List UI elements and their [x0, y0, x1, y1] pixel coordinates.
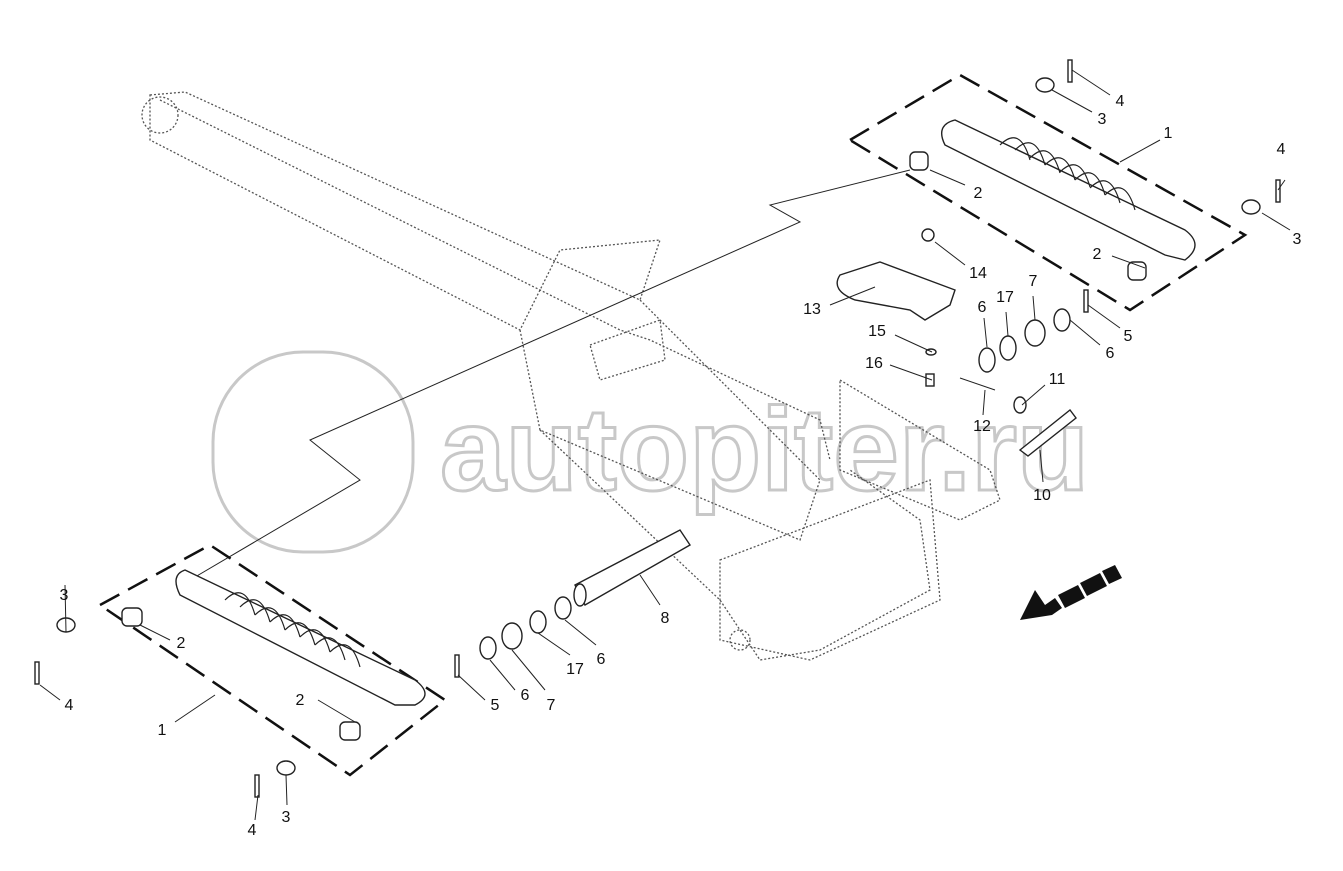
callout: 2 — [296, 692, 305, 709]
direction-arrow-icon — [1020, 565, 1122, 620]
callouts-lower-parts: 8 5 6 7 17 6 — [491, 610, 670, 714]
leader-lines — [39, 69, 1291, 821]
callout: 3 — [1098, 111, 1107, 128]
svg-text:autopiter.ru: autopiter.ru — [440, 384, 1089, 516]
callout: 4 — [1116, 93, 1125, 110]
callout: 3 — [1293, 231, 1302, 248]
callout: 7 — [547, 697, 556, 714]
callout: 2 — [177, 635, 186, 652]
upper-hardware — [836, 228, 1089, 457]
callout: 6 — [978, 299, 987, 316]
callout: 1 — [1164, 125, 1173, 142]
callouts-upper-assembly: 4 3 1 2 4 3 2 — [974, 93, 1302, 263]
callouts-upper-parts: 14 13 6 17 7 5 6 15 16 11 12 10 — [803, 265, 1132, 504]
callout: 15 — [868, 323, 886, 340]
callout: 11 — [1049, 371, 1066, 388]
callout: 2 — [1093, 246, 1102, 263]
callout: 16 — [865, 355, 883, 372]
callout: 4 — [248, 822, 257, 839]
callout: 4 — [1277, 141, 1286, 158]
callout: 17 — [566, 661, 584, 678]
callout: 5 — [1124, 328, 1133, 345]
lower-hardware — [454, 529, 691, 678]
callout: 3 — [60, 587, 69, 604]
upper-spring-assembly — [847, 59, 1281, 312]
callout: 12 — [973, 418, 991, 435]
callout: 17 — [996, 289, 1014, 306]
callout: 2 — [974, 185, 983, 202]
callout: 3 — [282, 809, 291, 826]
boom-arm — [141, 91, 1001, 661]
callout: 13 — [803, 301, 821, 318]
callout: 1 — [158, 722, 167, 739]
callout: 8 — [661, 610, 670, 627]
callout: 6 — [521, 687, 530, 704]
lower-spring-assembly — [34, 543, 448, 798]
callout: 6 — [1106, 345, 1115, 362]
callout: 14 — [969, 265, 987, 282]
callouts-lower-assembly: 3 2 4 1 2 4 3 — [60, 587, 305, 839]
callout: 4 — [65, 697, 74, 714]
callout: 6 — [597, 651, 606, 668]
connection-line — [189, 169, 911, 581]
watermark-logo: autopiter.ru — [211, 350, 1091, 554]
callout: 10 — [1033, 487, 1051, 504]
callout: 5 — [491, 697, 500, 714]
callout: 7 — [1029, 273, 1038, 290]
